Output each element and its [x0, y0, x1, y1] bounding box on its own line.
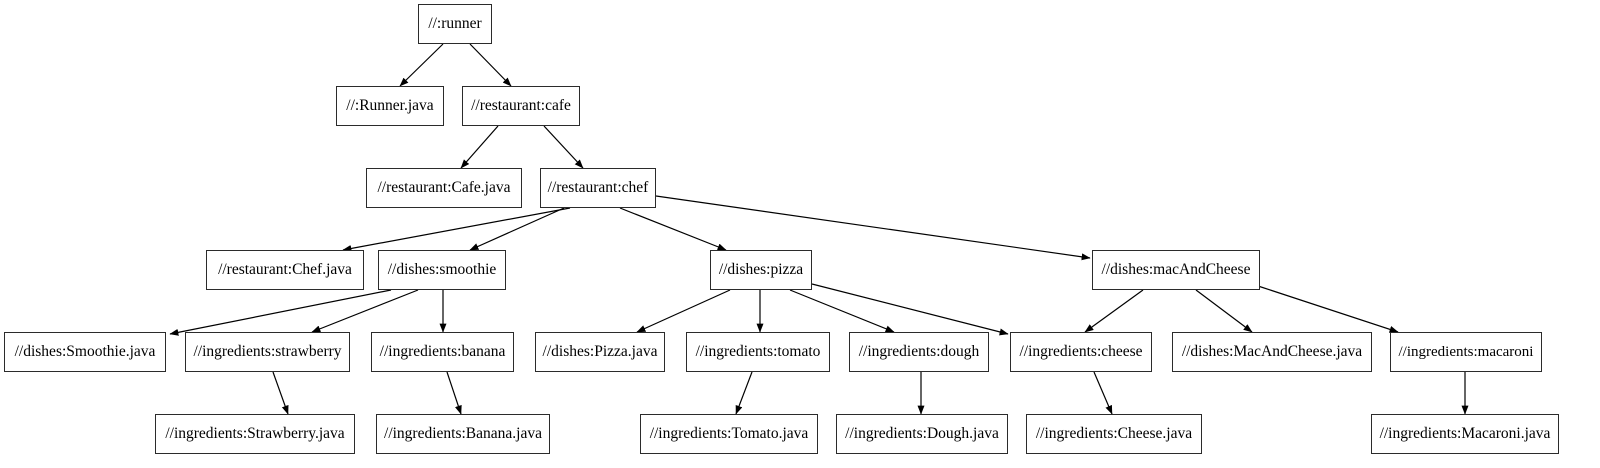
- edge-chef-to-smoothie: [469, 207, 565, 251]
- graph-node-label: //dishes:Smoothie.java: [14, 343, 156, 361]
- graph-node-macandcheese_java[interactable]: //dishes:MacAndCheese.java: [1172, 332, 1372, 372]
- graph-node-label: //ingredients:macaroni: [1398, 343, 1534, 360]
- edge-runner-to-runner_java: [399, 43, 444, 87]
- graph-node-label: //dishes:smoothie: [387, 261, 497, 279]
- graph-node-chef[interactable]: //restaurant:chef: [540, 168, 656, 208]
- graph-node-label: //dishes:pizza: [718, 261, 804, 279]
- graph-node-cheese[interactable]: //ingredients:cheese: [1010, 332, 1152, 372]
- edge-pizza-to-pizza_java: [636, 289, 731, 333]
- graph-node-label: //:Runner.java: [346, 97, 434, 115]
- edge-cafe-to-cafe_java: [460, 125, 499, 169]
- edge-runner-to-cafe: [469, 43, 512, 87]
- graph-node-label: //ingredients:dough: [858, 343, 980, 361]
- graph-node-label: //ingredients:Cheese.java: [1035, 425, 1193, 443]
- edge-chef-to-pizza: [619, 207, 727, 251]
- graph-node-dough[interactable]: //ingredients:dough: [849, 332, 989, 372]
- graph-node-dough_java[interactable]: //ingredients:Dough.java: [836, 414, 1008, 454]
- edge-banana-to-banana_java: [446, 371, 462, 415]
- edge-tomato-to-tomato_java: [735, 371, 753, 415]
- edge-cafe-to-chef: [543, 125, 584, 169]
- edge-strawberry-to-strawberry_java: [272, 371, 289, 415]
- edge-macandcheese-to-cheese: [1084, 289, 1144, 333]
- graph-node-label: //ingredients:strawberry: [193, 343, 342, 361]
- graph-node-macandcheese[interactable]: //dishes:macAndCheese: [1092, 250, 1260, 290]
- graph-node-banana_java[interactable]: //ingredients:Banana.java: [376, 414, 550, 454]
- edge-smoothie-to-smoothie_java: [169, 289, 392, 336]
- graph-node-label: //restaurant:cafe: [471, 97, 571, 115]
- edge-pizza-to-cheese: [811, 283, 1009, 336]
- graph-node-label: //ingredients:cheese: [1019, 343, 1143, 361]
- graph-node-tomato[interactable]: //ingredients:tomato: [686, 332, 830, 372]
- graph-node-banana[interactable]: //ingredients:banana: [371, 332, 514, 372]
- graph-node-label: //restaurant:chef: [547, 179, 649, 197]
- graph-node-label: //dishes:MacAndCheese.java: [1181, 343, 1363, 361]
- edge-chef-to-chef_java: [342, 207, 571, 252]
- graph-node-label: //ingredients:banana: [379, 343, 506, 361]
- graph-node-label: //ingredients:Dough.java: [845, 425, 999, 443]
- graph-node-cafe[interactable]: //restaurant:cafe: [462, 86, 580, 126]
- graph-node-cafe_java[interactable]: //restaurant:Cafe.java: [366, 168, 522, 208]
- graph-node-runner_java[interactable]: //:Runner.java: [336, 86, 444, 126]
- edge-pizza-to-dough: [789, 289, 895, 333]
- graph-node-label: //:runner: [428, 15, 482, 33]
- graph-node-pizza_java[interactable]: //dishes:Pizza.java: [535, 332, 665, 372]
- graph-node-label: //ingredients:Strawberry.java: [165, 425, 345, 443]
- graph-node-smoothie_java[interactable]: //dishes:Smoothie.java: [4, 332, 166, 372]
- graph-node-cheese_java[interactable]: //ingredients:Cheese.java: [1026, 414, 1202, 454]
- graph-node-macaroni[interactable]: //ingredients:macaroni: [1390, 332, 1542, 372]
- graph-node-strawberry[interactable]: //ingredients:strawberry: [185, 332, 350, 372]
- graph-node-strawberry_java[interactable]: //ingredients:Strawberry.java: [155, 414, 355, 454]
- graph-node-label: //ingredients:tomato: [695, 343, 821, 361]
- graph-node-macaroni_java[interactable]: //ingredients:Macaroni.java: [1371, 414, 1559, 454]
- graph-node-label: //ingredients:Macaroni.java: [1379, 425, 1551, 443]
- graph-node-runner[interactable]: //:runner: [418, 4, 492, 44]
- edge-macandcheese-to-macandcheese_java: [1195, 289, 1253, 333]
- graph-node-chef_java[interactable]: //restaurant:Chef.java: [206, 250, 364, 290]
- graph-node-label: //ingredients:Tomato.java: [649, 425, 809, 443]
- edge-macandcheese-to-macaroni: [1257, 285, 1399, 333]
- graph-node-label: //dishes:macAndCheese: [1101, 261, 1251, 279]
- edge-cheese-to-cheese_java: [1093, 371, 1113, 415]
- graph-node-label: //restaurant:Chef.java: [218, 261, 352, 279]
- graph-node-pizza[interactable]: //dishes:pizza: [710, 250, 812, 290]
- graph-node-smoothie[interactable]: //dishes:smoothie: [378, 250, 506, 290]
- graph-node-label: //ingredients:Banana.java: [384, 425, 542, 443]
- edge-chef-to-macandcheese: [655, 195, 1091, 261]
- edge-smoothie-to-strawberry: [311, 289, 419, 333]
- graph-node-label: //dishes:Pizza.java: [542, 343, 658, 361]
- graph-node-label: //restaurant:Cafe.java: [377, 179, 511, 197]
- graph-node-tomato_java[interactable]: //ingredients:Tomato.java: [640, 414, 818, 454]
